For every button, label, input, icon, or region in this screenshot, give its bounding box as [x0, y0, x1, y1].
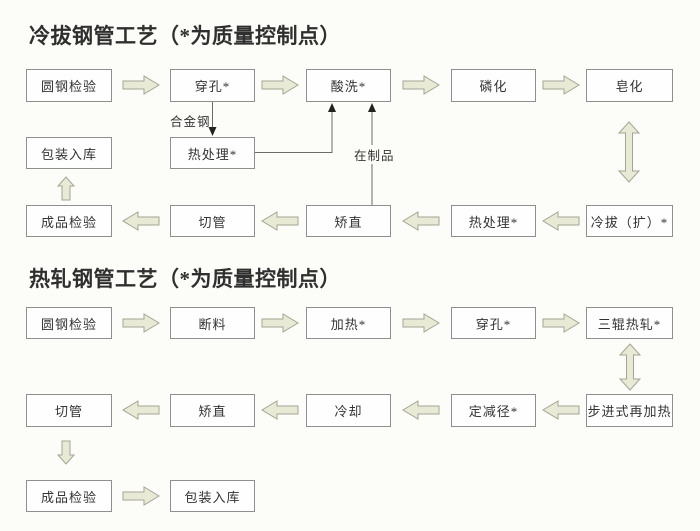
hr-arrow-inspection-to-blanking [122, 313, 160, 333]
hr-arrow-heating-to-piercing [402, 313, 440, 333]
cd-node-saponification: 皂化 [586, 69, 673, 102]
cd-label-alloy-steel: 合金钢 [170, 115, 211, 129]
cd-node-straightening: 矫直 [306, 205, 391, 237]
hr-arrow-reheating-to-sizing [542, 400, 580, 420]
cd-line-heat-treatment-to-pickling [255, 112, 333, 153]
hr-node-round-steel-inspection: 圆钢检验 [26, 307, 112, 339]
cd-node-cold-drawing: 冷拔（扩）* [586, 205, 673, 237]
cd-arrow-inspection-to-piercing [122, 75, 160, 95]
cd-arrow-inspection-to-packing [56, 176, 76, 201]
cd-arrowhead-up-icon [328, 103, 336, 112]
hr-node-heating: 加热* [306, 307, 391, 339]
cd-node-cutting: 切管 [170, 205, 255, 237]
cd-arrowhead-down-icon [208, 127, 217, 136]
hr-node-finished-inspection: 成品检验 [26, 480, 112, 512]
cd-arrow-piercing-to-pickling [261, 75, 299, 95]
hr-node-sizing-reducing: 定减径* [451, 394, 536, 427]
cd-node-finished-inspection: 成品检验 [26, 205, 112, 237]
cd-arrow-heat-treatment-to-straightening [402, 211, 440, 231]
cd-node-packing: 包装入库 [26, 137, 112, 169]
hr-node-three-roll-rolling: 三辊热轧* [586, 307, 673, 339]
hr-arrow-sizing-to-cooling [402, 400, 440, 420]
hr-arrow-blanking-to-heating [261, 313, 299, 333]
cd-node-heat-treatment: 热处理* [451, 205, 536, 237]
hr-arrow-straightening-to-cutting [122, 400, 160, 420]
cold-drawn-chart-title: 冷拔钢管工艺（*为质量控制点） [29, 24, 341, 48]
cd-arrow-saponification-cold-drawing [617, 121, 641, 183]
hr-node-walking-beam-reheating: 步进式再加热 [586, 394, 673, 427]
hr-arrow-inspection-to-packing [122, 486, 160, 506]
hr-node-blanking: 断料 [170, 307, 255, 339]
cd-node-phosphating: 磷化 [451, 69, 536, 102]
cd-node-pickling: 酸洗* [306, 69, 391, 102]
cd-arrow-pickling-to-phosphating [402, 75, 440, 95]
cd-node-round-steel-inspection: 圆钢检验 [26, 69, 112, 102]
cd-arrow-phosphating-to-saponification [542, 75, 580, 95]
hr-arrow-piercing-to-rolling [542, 313, 580, 333]
hr-node-cutting: 切管 [26, 394, 112, 427]
hr-arrow-cutting-to-inspection [56, 440, 76, 465]
cd-node-piercing: 穿孔* [170, 69, 255, 102]
cd-arrow-straightening-to-cutting [261, 211, 299, 231]
hr-node-piercing: 穿孔* [451, 307, 536, 339]
hr-arrow-rolling-reheating [618, 343, 642, 391]
hot-rolled-chart-title: 热轧钢管工艺（*为质量控制点） [29, 267, 341, 291]
cd-node-heat-treatment-alloy: 热处理* [170, 137, 255, 169]
hr-node-straightening: 矫直 [170, 394, 255, 427]
cd-arrow-cold-drawing-to-heat-treatment [542, 211, 580, 231]
hr-node-cooling: 冷却 [306, 394, 391, 427]
cd-label-work-in-process: 在制品 [352, 145, 397, 164]
cd-arrow-cutting-to-inspection [122, 211, 160, 231]
hr-arrow-cooling-to-straightening [261, 400, 299, 420]
cd-arrowhead-up-icon [368, 103, 376, 112]
hr-node-packing: 包装入库 [170, 480, 255, 512]
